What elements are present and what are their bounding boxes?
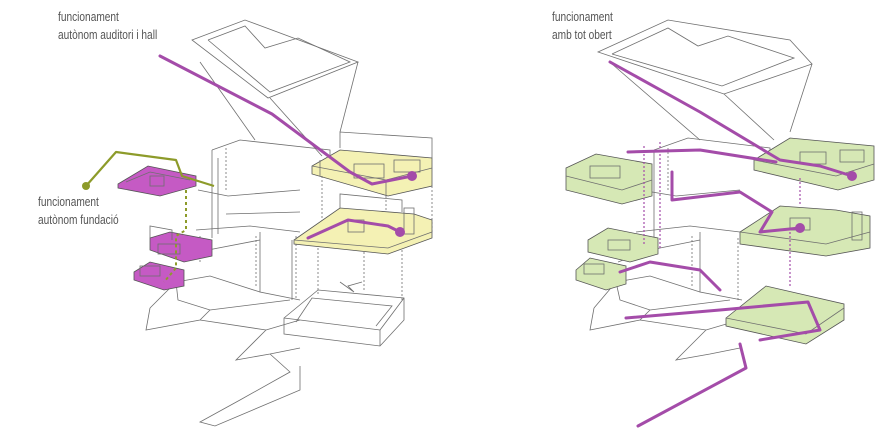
label-foundation-line2: autònom fundació [38,212,119,227]
left-purple-route [158,54,417,240]
label-all-open-line1: funcionament [552,9,613,24]
left-roof [191,19,360,157]
left-axonometric [82,19,433,427]
label-all-open: funcionament amb tot obert [552,8,613,44]
label-auditorium-hall: funcionament autònom auditori i hall [58,8,157,44]
label-auditorium-hall-line2: autònom auditori i hall [58,27,158,42]
label-all-open-line2: amb tot obert [552,27,612,42]
right-roof [596,19,813,141]
left-ground-floor-box [283,238,405,347]
left-upper-yellow-volume [311,131,433,240]
right-axonometric [565,19,875,428]
left-olive-route [82,150,215,283]
left-foundation-volumes [117,165,213,291]
label-foundation-line1: funcionament [38,194,99,209]
right-purple-route [608,60,857,428]
label-foundation: funcionament autònom fundació [38,193,119,229]
left-middle-yellow-volume [293,193,433,255]
label-auditorium-hall-line1: funcionament [58,9,119,24]
